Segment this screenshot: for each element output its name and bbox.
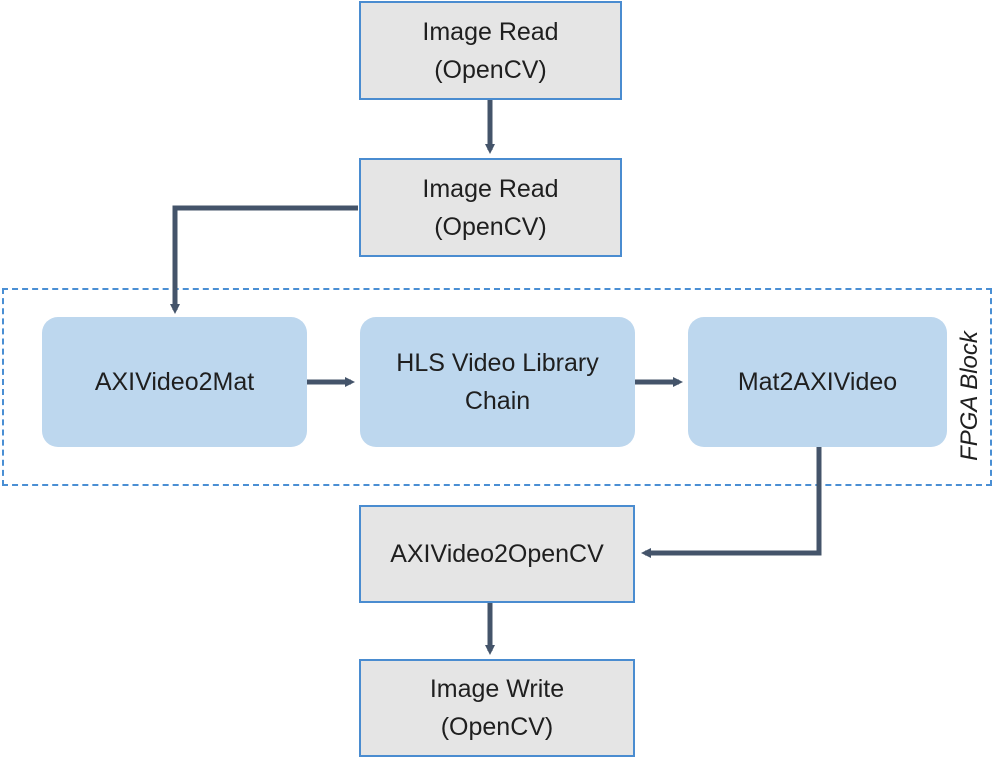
hls-video-library-chain-node: HLS Video Library Chain xyxy=(360,317,635,447)
image-read-node-2: Image Read (OpenCV) xyxy=(359,158,622,257)
arrow-mat2axivideo-to-axivideo2opencv xyxy=(641,447,822,558)
node-label-line: (OpenCV) xyxy=(434,55,547,84)
node-label-line: Image Read xyxy=(422,17,559,46)
node-label-line: Chain xyxy=(464,387,531,415)
node-label-line: Image Write xyxy=(429,675,565,703)
axivideo2opencv-node: AXIVideo2OpenCV xyxy=(359,505,635,603)
image-write-node: Image Write (OpenCV) xyxy=(359,659,635,757)
axivideo2mat-node: AXIVideo2Mat xyxy=(42,317,307,447)
mat2axivideo-node: Mat2AXIVideo xyxy=(688,317,947,447)
node-label: Mat2AXIVideo xyxy=(737,368,898,396)
node-label-line: (OpenCV) xyxy=(434,212,547,241)
arrow-read2-to-axivideo2mat xyxy=(170,205,358,314)
node-label: AXIVideo2Mat xyxy=(94,368,255,396)
node-label-line: HLS Video Library xyxy=(396,349,599,377)
image-read-node-1: Image Read (OpenCV) xyxy=(359,1,622,100)
node-label-line: Image Read xyxy=(422,174,559,203)
fpga-block-frame xyxy=(2,288,992,486)
node-label: AXIVideo2OpenCV xyxy=(390,540,604,568)
node-label-line: (OpenCV) xyxy=(440,713,554,741)
